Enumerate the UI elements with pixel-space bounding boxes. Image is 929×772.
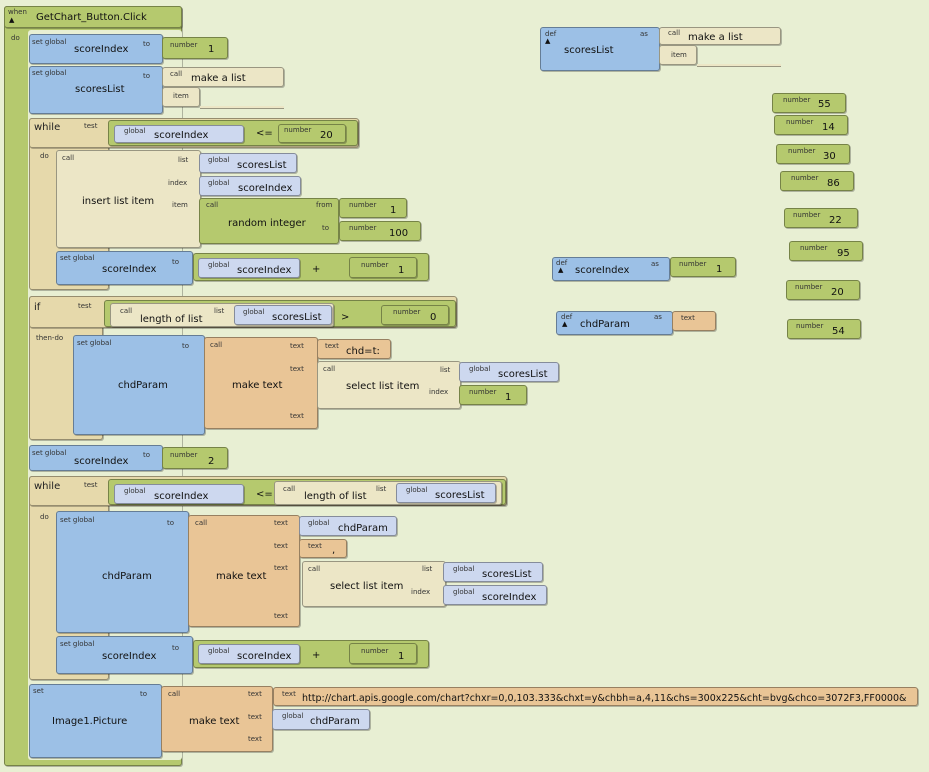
select-list-item-block[interactable] — [302, 561, 446, 607]
number-block[interactable] — [339, 198, 407, 218]
set-global-scoreslist-block[interactable] — [29, 66, 163, 114]
insert-list-item-block[interactable] — [56, 150, 201, 248]
chart-url: http://chart.apis.google.com/chart?chxr=… — [302, 693, 907, 704]
while-label: while — [34, 122, 61, 133]
loose-number-block[interactable] — [774, 115, 848, 135]
number-block[interactable] — [349, 643, 417, 664]
make-a-list-block[interactable] — [659, 27, 781, 45]
number-block[interactable] — [339, 221, 421, 241]
global-get-block[interactable] — [234, 305, 332, 325]
number-block[interactable] — [278, 124, 346, 143]
var-name: scoresList — [75, 84, 125, 95]
def-scoreslist-block[interactable] — [540, 27, 660, 71]
text-literal-block[interactable] — [317, 339, 391, 359]
global-get-block[interactable] — [396, 483, 496, 503]
global-get-block[interactable] — [114, 484, 244, 504]
to-label: to — [143, 40, 151, 48]
global-get-block[interactable] — [443, 562, 543, 582]
number-block[interactable] — [162, 37, 228, 59]
set-global-scoreindex-block-1[interactable] — [29, 34, 163, 64]
global-get-block[interactable] — [198, 644, 300, 664]
global-get-block[interactable] — [199, 153, 297, 173]
if-label: if — [34, 302, 41, 313]
set-global-chdparam-block-1[interactable] — [73, 335, 205, 435]
text-literal-block[interactable] — [672, 311, 716, 331]
number-block[interactable] — [349, 257, 417, 278]
loose-number-block[interactable] — [787, 319, 861, 339]
set-global-scoreindex-block-3[interactable] — [29, 445, 163, 471]
number-block[interactable] — [459, 385, 527, 405]
plus-operator: + — [312, 264, 321, 275]
loose-number-block[interactable] — [776, 144, 850, 164]
collapse-triangle-icon[interactable]: ▲ — [562, 320, 568, 328]
collapse-triangle-icon[interactable]: ▲ — [9, 16, 15, 24]
collapse-triangle-icon[interactable]: ▲ — [545, 37, 551, 45]
le-operator: <= — [256, 128, 273, 139]
make-text-block[interactable] — [161, 686, 273, 752]
loose-number-block[interactable] — [772, 93, 846, 113]
global-get-block[interactable] — [443, 585, 547, 605]
global-get-block[interactable] — [272, 709, 370, 730]
set-global-label: set global — [32, 38, 67, 46]
loose-number-block[interactable] — [789, 241, 863, 261]
global-get-block[interactable] — [198, 258, 300, 278]
loose-number-block[interactable] — [786, 280, 860, 300]
number-block[interactable] — [162, 447, 228, 469]
loose-number-block[interactable] — [780, 171, 854, 191]
make-text-block[interactable] — [204, 337, 318, 429]
url-text-literal-block[interactable] — [273, 687, 918, 706]
var-name: scoreIndex — [74, 44, 129, 55]
number-block[interactable] — [381, 305, 449, 325]
event-name: GetChart_Button.Click — [36, 12, 147, 23]
make-a-list-block[interactable] — [162, 67, 284, 87]
global-get-block[interactable] — [299, 516, 397, 536]
loose-number-block[interactable] — [784, 208, 858, 228]
when-label: when — [8, 8, 27, 16]
collapse-triangle-icon[interactable]: ▲ — [558, 266, 564, 274]
def-scoreindex-block[interactable] — [552, 257, 670, 281]
gt-operator: > — [341, 312, 350, 323]
make-text-block[interactable] — [188, 515, 300, 627]
set-global-scoreindex-block-4[interactable] — [56, 636, 193, 674]
def-chdparam-block[interactable] — [556, 311, 673, 335]
set-global-scoreindex-block-2[interactable] — [56, 251, 193, 285]
global-get-block[interactable] — [114, 125, 244, 143]
number-block[interactable] — [670, 257, 736, 277]
text-literal-block[interactable] — [299, 539, 347, 558]
set-global-chdparam-block-2[interactable] — [56, 511, 189, 633]
global-get-block[interactable] — [459, 362, 559, 382]
number-value: 1 — [208, 44, 215, 55]
global-get-block[interactable] — [199, 176, 301, 196]
set-image-picture-block[interactable] — [29, 684, 162, 758]
random-integer-block[interactable] — [199, 198, 339, 244]
event-do-label: do — [11, 34, 20, 42]
